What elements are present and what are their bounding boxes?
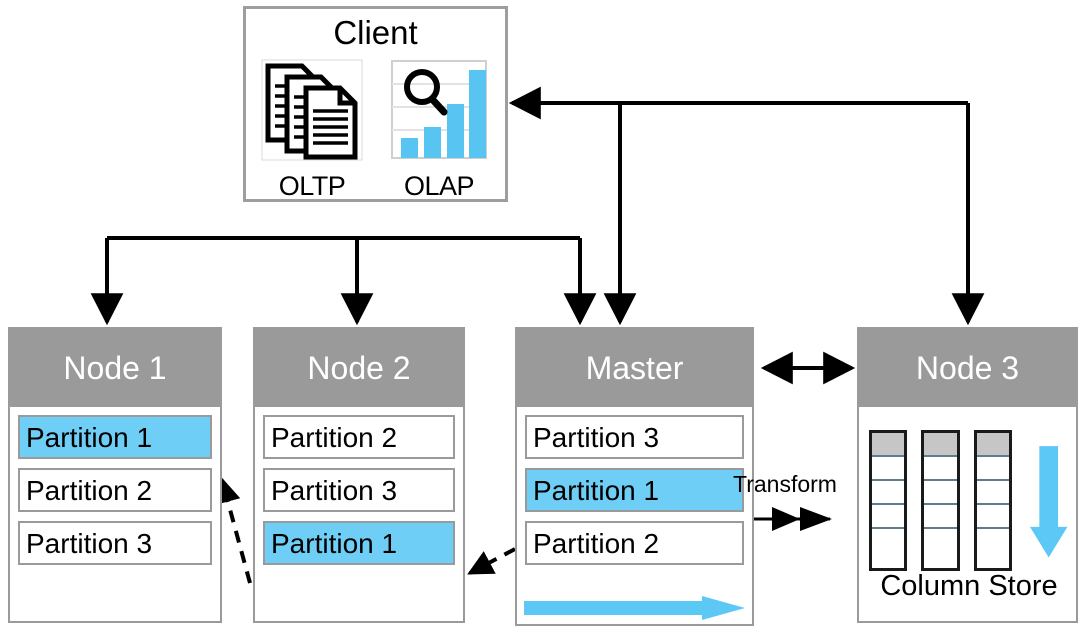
column-table xyxy=(869,430,908,571)
column-header-cell xyxy=(976,433,1009,457)
column-stack xyxy=(869,430,1069,571)
transform-label: Transform xyxy=(733,471,837,497)
column-cell xyxy=(976,505,1009,529)
olap-chart-icon xyxy=(391,60,487,159)
node1-title: Node 1 xyxy=(10,329,220,407)
master-flow-arrow-icon xyxy=(524,596,745,620)
column-cell xyxy=(924,529,957,553)
column-cell xyxy=(976,481,1009,505)
column-store-label: Column Store xyxy=(880,570,1058,602)
column-cell xyxy=(924,481,957,505)
column-cell xyxy=(872,457,905,481)
column-cell xyxy=(872,529,905,553)
master-title: Master xyxy=(517,329,752,407)
column-table xyxy=(921,430,960,571)
partition-row[interactable]: Partition 1 xyxy=(263,521,455,565)
node1-partition-list: Partition 1 Partition 2 Partition 3 xyxy=(10,407,220,580)
column-cell xyxy=(924,505,957,529)
column-store-down-arrow-icon xyxy=(1029,446,1068,558)
oltp-label: OLTP xyxy=(278,171,346,201)
partition-row[interactable]: Partition 1 xyxy=(525,468,744,512)
replication-arrow-master-to-node2 xyxy=(467,547,516,575)
node-box-node1[interactable]: Node 1 Partition 1 Partition 2 Partition… xyxy=(8,327,222,623)
oltp-icon-group[interactable]: OLTP xyxy=(258,56,366,202)
column-cell xyxy=(872,505,905,529)
node-box-master[interactable]: Master Partition 3 Partition 1 Partition… xyxy=(515,327,754,626)
partition-row[interactable]: Partition 3 xyxy=(525,415,744,459)
partition-row[interactable]: Partition 2 xyxy=(525,521,744,565)
olap-icon-group[interactable]: OLAP xyxy=(385,56,493,202)
column-header-cell xyxy=(924,433,957,457)
node2-title: Node 2 xyxy=(255,329,463,407)
client-title: Client xyxy=(333,14,418,51)
node3-title: Node 3 xyxy=(859,329,1076,407)
node-box-node2[interactable]: Node 2 Partition 2 Partition 3 Partition… xyxy=(253,327,465,623)
column-cell xyxy=(976,529,1009,553)
column-header-cell xyxy=(872,433,905,457)
partition-row[interactable]: Partition 2 xyxy=(263,415,455,459)
column-table xyxy=(973,430,1012,571)
node2-partition-list: Partition 2 Partition 3 Partition 1 xyxy=(255,407,463,580)
oltp-documents-icon xyxy=(261,59,363,161)
transform-arrowheads xyxy=(772,507,832,531)
partition-row[interactable]: Partition 3 xyxy=(263,468,455,512)
partition-row[interactable]: Partition 2 xyxy=(18,468,212,512)
partition-row[interactable]: Partition 1 xyxy=(18,415,212,459)
client-fanout-bus xyxy=(90,236,597,326)
column-store-group: Column Store xyxy=(869,430,1069,620)
partition-row[interactable]: Partition 3 xyxy=(18,521,212,565)
column-cell xyxy=(976,457,1009,481)
column-cell xyxy=(872,481,905,505)
master-partition-list: Partition 3 Partition 1 Partition 2 xyxy=(517,407,752,580)
column-cell xyxy=(924,457,957,481)
replication-arrow-node2-to-node1 xyxy=(215,476,252,584)
olap-label: OLAP xyxy=(403,171,475,201)
return-path-to-client xyxy=(508,86,970,318)
